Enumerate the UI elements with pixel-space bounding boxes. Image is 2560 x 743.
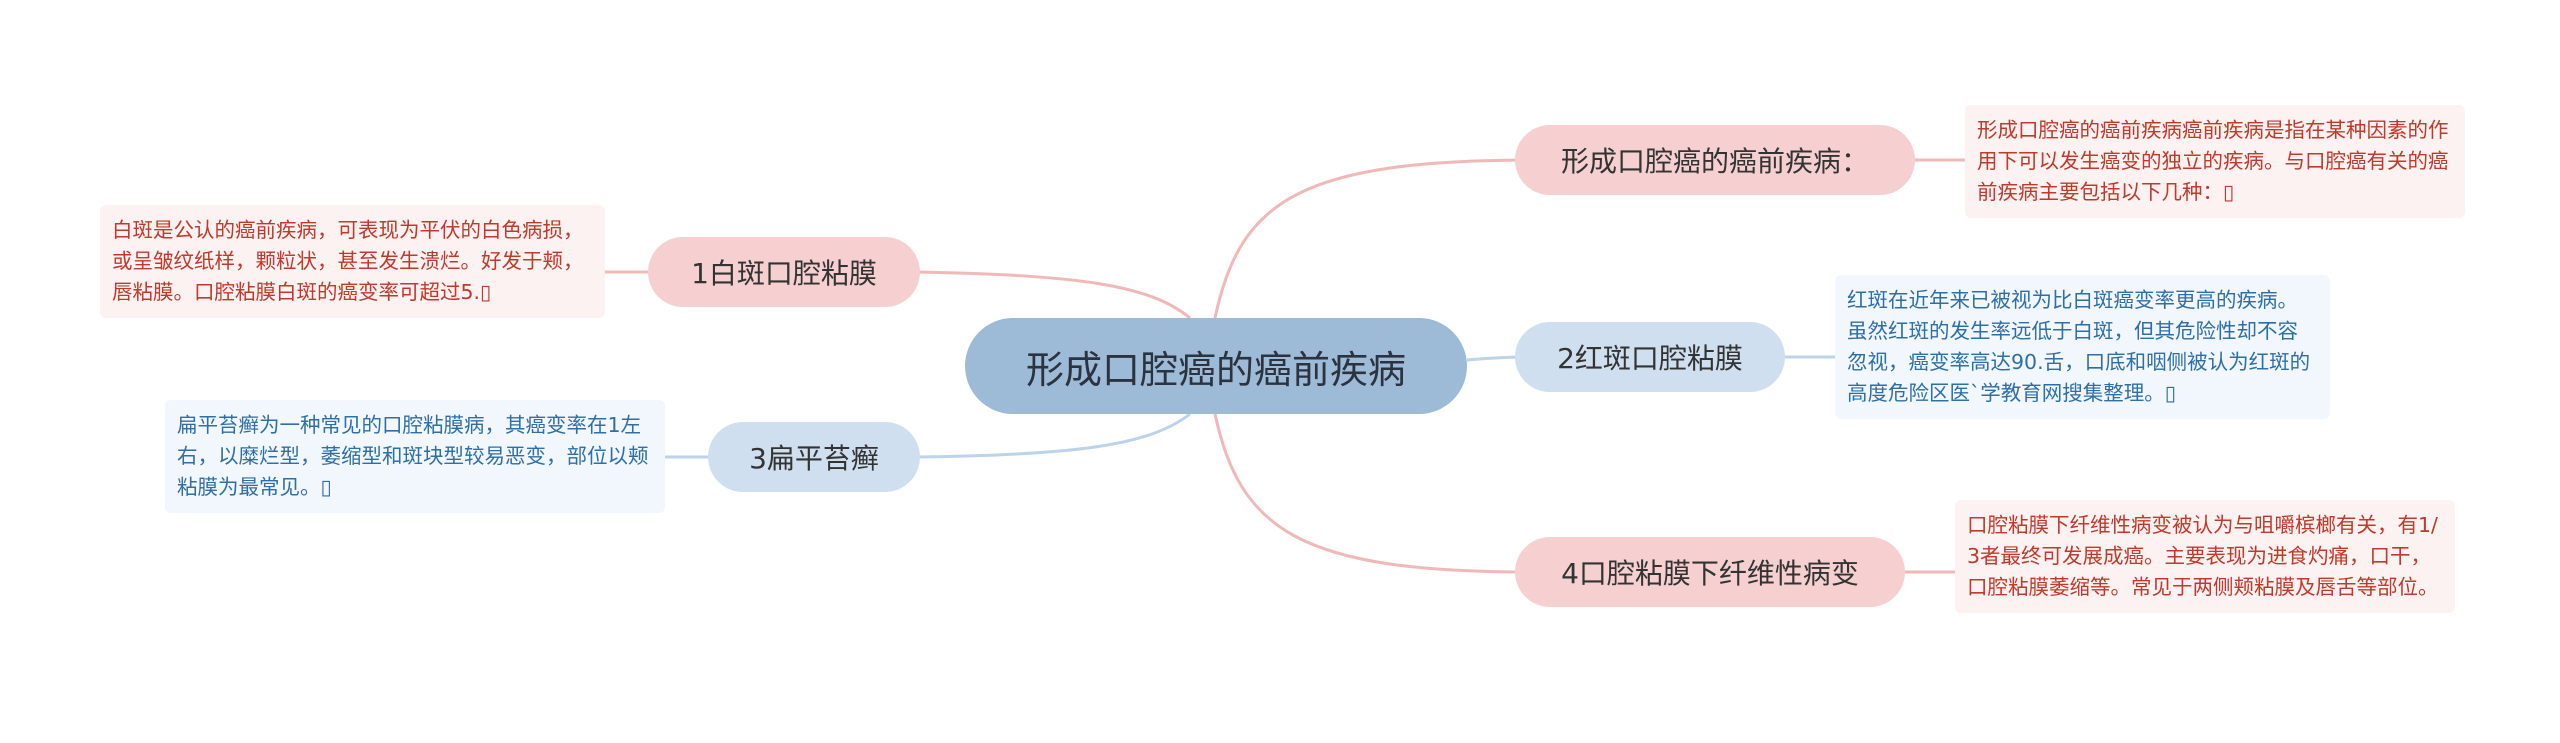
branch-erythroplakia[interactable]: 2红斑口腔粘膜 (1515, 322, 1785, 392)
link-root-intro (1213, 158, 1536, 319)
note-erythroplakia: 红斑在近年来已被视为比白斑癌变率更高的疾病。虽然红斑的发生率远低于白斑，但其危险… (1835, 275, 2330, 419)
link-root-leukoplakia (914, 270, 1191, 320)
note-lichen: 扁平苔癣为一种常见的口腔粘膜病，其癌变率在1左右，以糜烂型，萎缩型和斑块型较易恶… (165, 400, 665, 513)
note-leukoplakia: 白斑是公认的癌前疾病，可表现为平伏的白色病损，或呈皱纹纸样，颗粒状，甚至发生溃烂… (100, 205, 605, 318)
link-root-fibrosis (1213, 413, 1531, 574)
root-topic[interactable]: 形成口腔癌的癌前疾病 (965, 318, 1467, 414)
link-root-lichen (914, 412, 1191, 459)
note-intro: 形成口腔癌的癌前疾病癌前疾病是指在某种因素的作用下可以发生癌变的独立的疾病。与口… (1965, 105, 2465, 218)
branch-leukoplakia[interactable]: 1白斑口腔粘膜 (648, 237, 920, 307)
branch-lichen[interactable]: 3扁平苔癣 (708, 422, 920, 492)
branch-fibrosis[interactable]: 4口腔粘膜下纤维性病变 (1515, 537, 1905, 607)
branch-intro[interactable]: 形成口腔癌的癌前疾病： (1515, 125, 1915, 195)
note-fibrosis: 口腔粘膜下纤维性病变被认为与咀嚼槟榔有关，有1/3者最终可发展成癌。主要表现为进… (1955, 500, 2455, 613)
